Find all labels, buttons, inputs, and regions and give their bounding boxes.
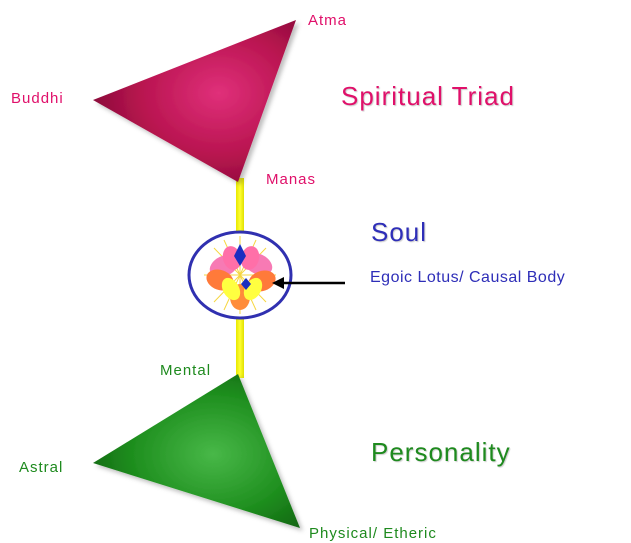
arrow-left-icon: [272, 277, 345, 289]
spiritual-triad-triangle: [93, 20, 296, 182]
atma-label: Atma: [308, 13, 347, 28]
egoic-lotus-label: Egoic Lotus/ Causal Body: [370, 270, 565, 286]
mental-label: Mental: [160, 363, 211, 378]
personality-heading: Personality: [371, 439, 511, 465]
soul-heading: Soul: [371, 219, 427, 245]
spiritual-triad-heading: Spiritual Triad: [341, 83, 515, 109]
buddhi-label: Buddhi: [11, 91, 64, 106]
physical-etheric-label: Physical/ Etheric: [309, 526, 437, 541]
astral-label: Astral: [19, 460, 63, 475]
manas-label: Manas: [266, 172, 316, 187]
lotus-flower-icon: [189, 232, 291, 318]
personality-triangle: [93, 374, 300, 528]
